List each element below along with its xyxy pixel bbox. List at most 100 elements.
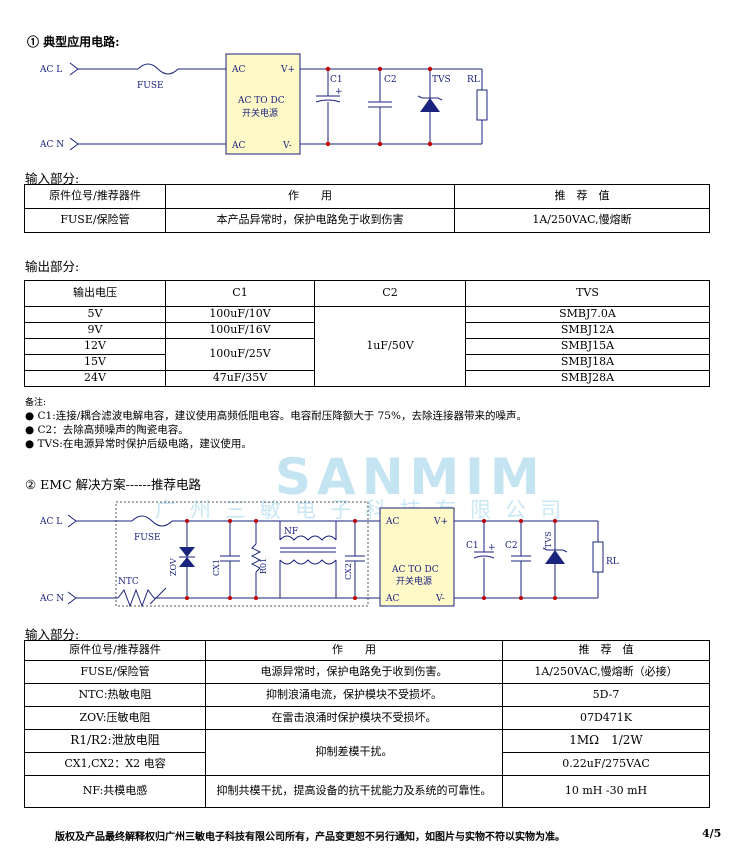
c2-cap1-label: C1 xyxy=(466,541,479,551)
table-cell: CX1,CX2：X2 电容 xyxy=(24,752,206,776)
table-cell: 抑制差模干扰。 xyxy=(205,729,503,776)
c1-ac-l-label: AC L xyxy=(39,65,62,75)
table-row: 24V 47uF/35V SMBJ28A xyxy=(24,370,710,387)
c2-tvs-label: TVS xyxy=(544,531,553,548)
table-cell: 抑制浪涌电流，保护模块不受损坏。 xyxy=(205,683,503,707)
input1-header-part: 原件位号/推荐器件 xyxy=(24,184,166,209)
input2-table: 原件位号/推荐器件 作 用 推 荐 值 FUSE/保险管 电源异常时，保护电路免… xyxy=(24,640,710,808)
c1-module-title: AC TO DC xyxy=(237,96,285,106)
table-cell: 100uF/16V xyxy=(165,322,315,339)
table-row: 5V 100uF/10V 1uF/50V SMBJ7.0A xyxy=(24,306,710,387)
c2-cx2-label: CX2 xyxy=(344,563,353,580)
note-item: ● TVS:在电源异常时保护后级电路，建议使用。 xyxy=(25,438,252,450)
note-item: ● C2：去除高频噪声的陶瓷电容。 xyxy=(25,424,189,436)
c2-zov-label: ZOV xyxy=(169,558,178,576)
watermark-brand: SANMIM xyxy=(275,448,546,506)
table-cell: SMBJ18A xyxy=(465,354,710,371)
c2-plus-sign: + xyxy=(488,543,496,553)
c2-module-title: AC TO DC xyxy=(391,565,439,575)
c1-ac-n-label: AC N xyxy=(39,140,64,150)
c1-rl-label: RL xyxy=(467,75,480,85)
table-cell: FUSE/保险管 xyxy=(24,208,166,233)
c2-fuse-label: FUSE xyxy=(134,533,161,543)
table-cell: 本产品异常时，保护电路免于收到伤害 xyxy=(165,208,455,233)
output1-table: 输出电压 C1 C2 TVS 5V 100uF/10V 1uF/50V SMBJ… xyxy=(24,280,710,387)
page-number: 4/5 xyxy=(702,827,722,840)
input1-header-value: 推 荐 值 xyxy=(454,184,710,209)
table-cell: 100uF/25V xyxy=(165,338,315,371)
c1-module-cn: 开关电源 xyxy=(242,107,278,119)
table-cell: SMBJ15A xyxy=(465,338,710,355)
c1-module-ac-bottom: AC xyxy=(231,141,245,151)
table-cell: 抑制共模干扰，提高设备的抗干扰能力及系统的可靠性。 xyxy=(205,775,503,808)
table-cell: SMBJ12A xyxy=(465,322,710,339)
c2-ac-l-label: AC L xyxy=(39,517,62,527)
table-row: CX1,CX2：X2 电容 0.22uF/275VAC xyxy=(24,752,710,776)
c2-module-vminus: V- xyxy=(435,594,445,604)
c2-ntc-label: NTC xyxy=(118,577,139,587)
note-text: C2：去除高频噪声的陶瓷电容。 xyxy=(37,424,189,436)
table-row: 12V 100uF/25V SMBJ15A xyxy=(24,338,710,371)
table-row: NTC:热敏电阻 抑制浪涌电流，保护模块不受损坏。 5D-7 xyxy=(24,683,710,707)
footer-copyright: 版权及产品最终解释权归广州三敏电子科技有限公司所有，产品变更恕不另行通知，如图片… xyxy=(55,832,565,843)
table-row: FUSE/保险管 电源异常时，保护电路免于收到伤害。 1A/250VAC,慢熔断… xyxy=(24,660,710,684)
table-cell: 0.22uF/275VAC xyxy=(502,752,710,776)
table-cell: 5D-7 xyxy=(502,683,710,707)
c1-plus-sign: + xyxy=(335,87,343,97)
table-cell: 47uF/35V xyxy=(165,370,315,387)
table-row: ZOV:压敏电阻 在雷击浪涌时保护模块不受损坏。 07D471K xyxy=(24,706,710,730)
c1-c2-label: C2 xyxy=(384,75,397,85)
c2-module-ac-bottom: AC xyxy=(385,594,399,604)
c2-r01-label: R01 xyxy=(259,558,268,574)
input1-table: 原件位号/推荐器件 作 用 推 荐 值 FUSE/保险管 本产品异常时，保护电路… xyxy=(24,184,710,233)
c2-cx1-label: CX1 xyxy=(212,559,221,576)
note-text: TVS:在电源异常时保护后级电路，建议使用。 xyxy=(37,438,252,450)
table-row: R1/R2:泄放电阻 抑制差模干扰。 1MΩ 1/2W xyxy=(24,729,710,776)
output1-header-voltage: 输出电压 xyxy=(24,280,166,307)
c1-module-vminus: V- xyxy=(282,141,292,151)
input2-title: 输入部分: xyxy=(25,627,80,642)
output1-header-c1: C1 xyxy=(165,280,315,307)
table-cell: SMBJ7.0A xyxy=(465,306,710,323)
table-cell: 5V xyxy=(24,306,166,323)
table-row: FUSE/保险管 本产品异常时，保护电路免于收到伤害 1A/250VAC,慢熔断 xyxy=(24,208,710,233)
table-cell: 24V xyxy=(24,370,166,387)
table-cell: 1A/250VAC,慢熔断（必接） xyxy=(502,660,710,684)
table-row: 15V SMBJ18A xyxy=(24,354,710,371)
emc-circuit-diagram: AC L AC N FUSE NTC NF AC V+ AC TO DC 开关电… xyxy=(39,501,619,608)
c2-module-cn: 开关电源 xyxy=(396,575,432,587)
table-cell: 1uF/50V xyxy=(314,306,466,387)
section1-title: ① 典型应用电路: xyxy=(27,35,120,49)
table-cell: R1/R2:泄放电阻 xyxy=(24,729,206,753)
table-cell: 15V xyxy=(24,354,166,371)
notes-block: 备注: ● C1:连接/耦合滤波电解电容，建议使用高频低阻电容。电容耐压降额大于… xyxy=(25,397,745,451)
c1-module-ac-top: AC xyxy=(231,65,245,75)
c2-nf-label: NF xyxy=(284,527,298,537)
section2-title: ② EMC 解决方案------推荐电路 xyxy=(25,477,201,492)
table-row: NF:共模电感 抑制共模干扰，提高设备的抗干扰能力及系统的可靠性。 10 mH … xyxy=(24,775,710,808)
table-cell: 10 mH -30 mH xyxy=(502,775,710,808)
c2-cap2-label: C2 xyxy=(505,541,518,551)
input1-header-function: 作 用 xyxy=(165,184,455,209)
c2-rl-label: RL xyxy=(606,557,619,567)
input2-header-value: 推 荐 值 xyxy=(502,640,710,661)
c1-fuse-label: FUSE xyxy=(137,81,164,91)
table-cell: 100uF/10V xyxy=(165,306,315,323)
note-item: ● C1:连接/耦合滤波电解电容，建议使用高频低阻电容。电容耐压降额大于 75%… xyxy=(25,410,527,422)
table-cell: 在雷击浪涌时保护模块不受损坏。 xyxy=(205,706,503,730)
input1-title: 输入部分: xyxy=(25,171,80,186)
c1-module-vplus: V+ xyxy=(280,65,295,75)
c2-ac-n-label: AC N xyxy=(39,594,64,604)
input2-header-function: 作 用 xyxy=(205,640,503,661)
output1-header-tvs: TVS xyxy=(465,280,710,307)
table-cell: SMBJ28A xyxy=(465,370,710,387)
c2-module-ac-top: AC xyxy=(385,517,399,527)
table-cell: 9V xyxy=(24,322,166,339)
table-cell: NF:共模电感 xyxy=(24,775,206,808)
table-cell: 12V xyxy=(24,338,166,355)
table-cell: ZOV:压敏电阻 xyxy=(24,706,206,730)
table-cell: 1A/250VAC,慢熔断 xyxy=(454,208,710,233)
table-cell: 07D471K xyxy=(502,706,710,730)
note-text: C1:连接/耦合滤波电解电容，建议使用高频低阻电容。电容耐压降额大于 75%，去… xyxy=(37,410,527,422)
table-cell: NTC:热敏电阻 xyxy=(24,683,206,707)
